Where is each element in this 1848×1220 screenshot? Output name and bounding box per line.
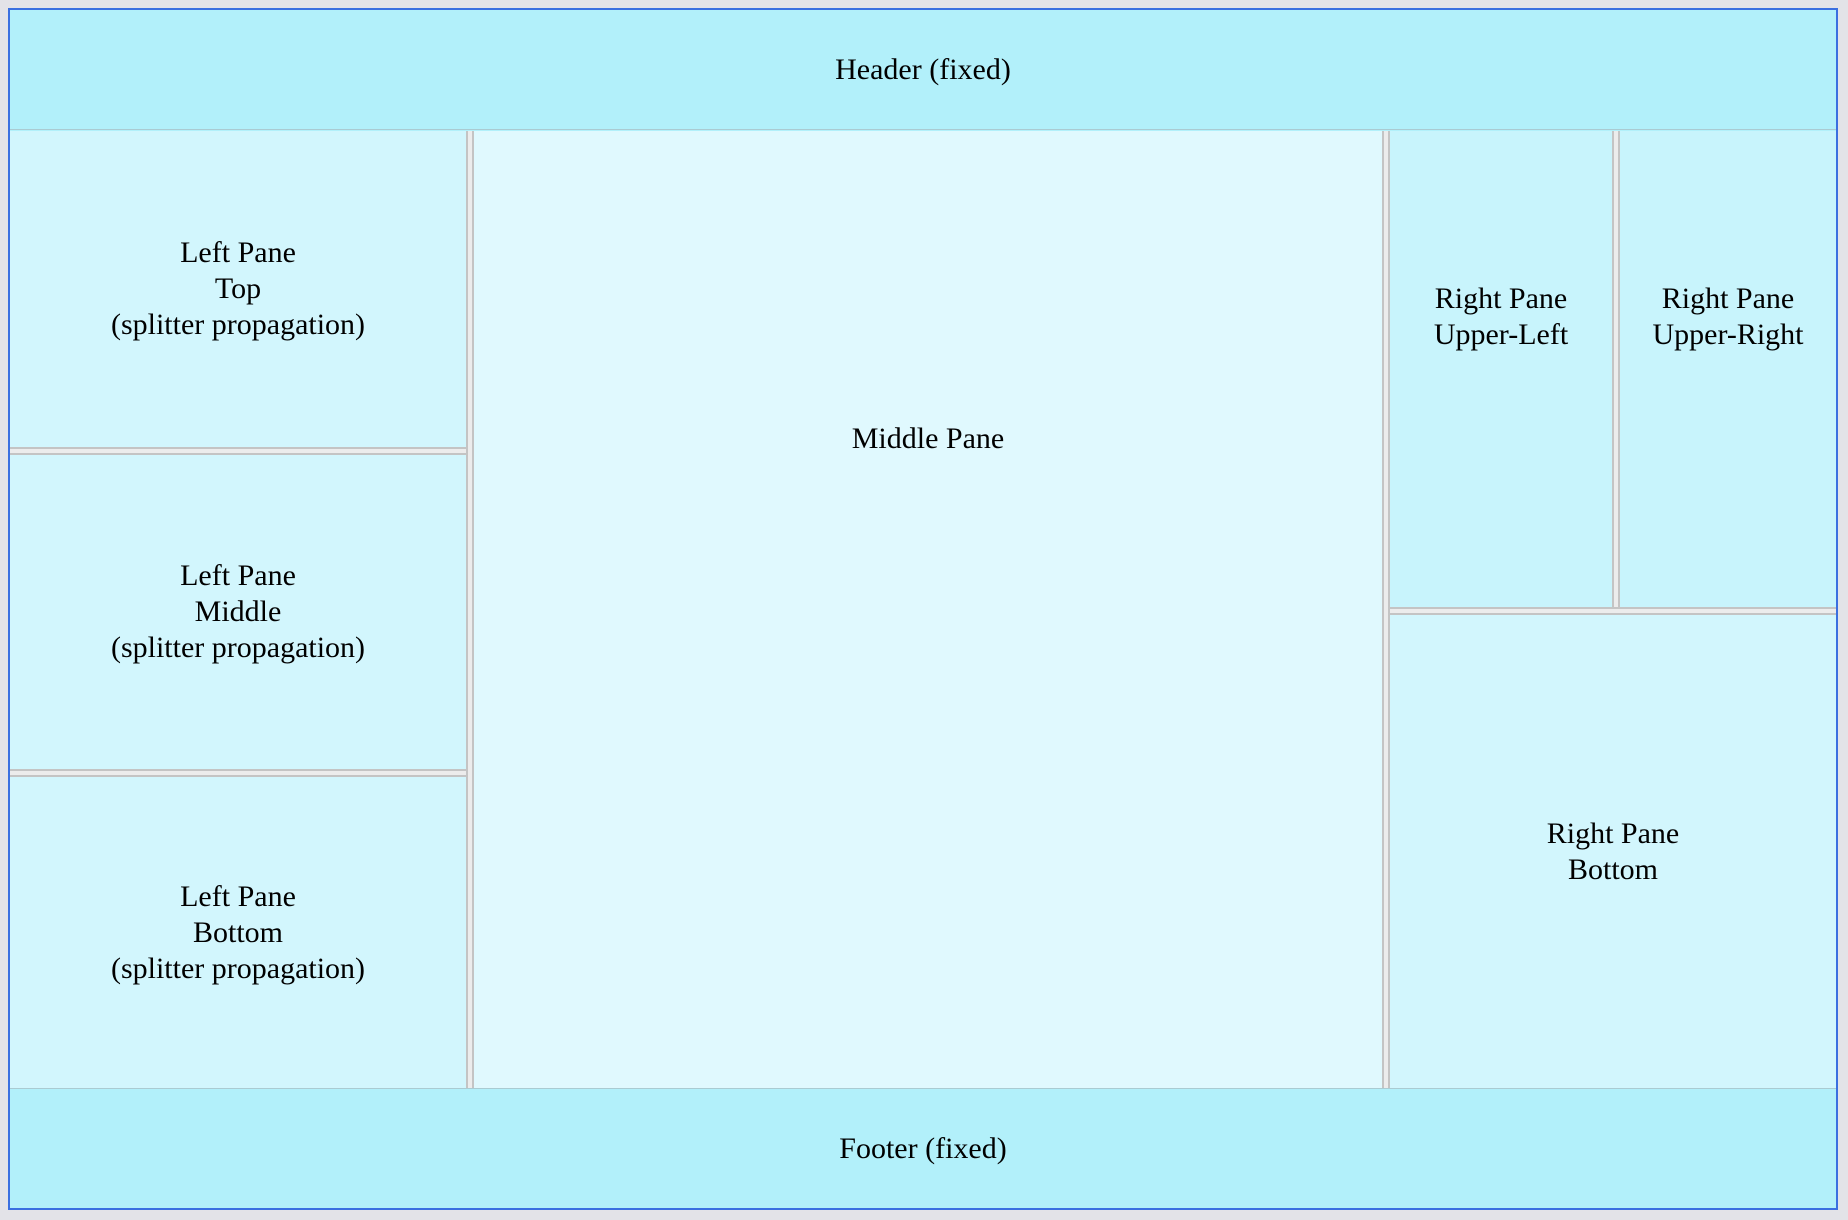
layout-frame: Header (fixed) Left Pane Top (splitter p… — [8, 8, 1838, 1210]
left-pane-middle: Left Pane Middle (splitter propagation) — [10, 455, 466, 769]
right-pane-upper-right: Right Pane Upper-Right — [1620, 131, 1836, 607]
left-pane-top: Left Pane Top (splitter propagation) — [10, 131, 466, 447]
left-pane-middle-label: Left Pane Middle (splitter propagation) — [110, 559, 366, 664]
middle-pane: Middle Pane — [474, 131, 1382, 1088]
right-upper-splitter[interactable] — [1612, 131, 1620, 607]
left-bottom-splitter[interactable] — [10, 769, 466, 777]
left-pane-bottom: Left Pane Bottom (splitter propagation) — [10, 777, 466, 1088]
left-pane-top-label: Left Pane Top (splitter propagation) — [110, 236, 366, 341]
left-pane-bottom-label: Left Pane Bottom (splitter propagation) — [110, 879, 366, 985]
right-pane-upper-left-label: Right Pane Upper-Left — [1433, 282, 1569, 351]
right-pane-bottom-label: Right Pane Bottom — [1546, 816, 1680, 886]
middle-right-splitter[interactable] — [1382, 131, 1390, 1088]
footer-label: Footer (fixed) — [839, 1131, 1007, 1165]
left-middle-splitter[interactable] — [466, 131, 474, 1088]
right-horizontal-splitter[interactable] — [1390, 607, 1836, 615]
right-pane-bottom: Right Pane Bottom — [1390, 615, 1836, 1088]
footer-pane: Footer (fixed) — [10, 1088, 1836, 1208]
header-pane: Header (fixed) — [10, 10, 1836, 130]
right-pane-upper-left: Right Pane Upper-Left — [1390, 131, 1612, 607]
header-label: Header (fixed) — [835, 52, 1011, 86]
middle-pane-label: Middle Pane — [851, 422, 1005, 455]
left-top-splitter[interactable] — [10, 447, 466, 455]
right-pane-upper-right-label: Right Pane Upper-Right — [1652, 282, 1804, 351]
